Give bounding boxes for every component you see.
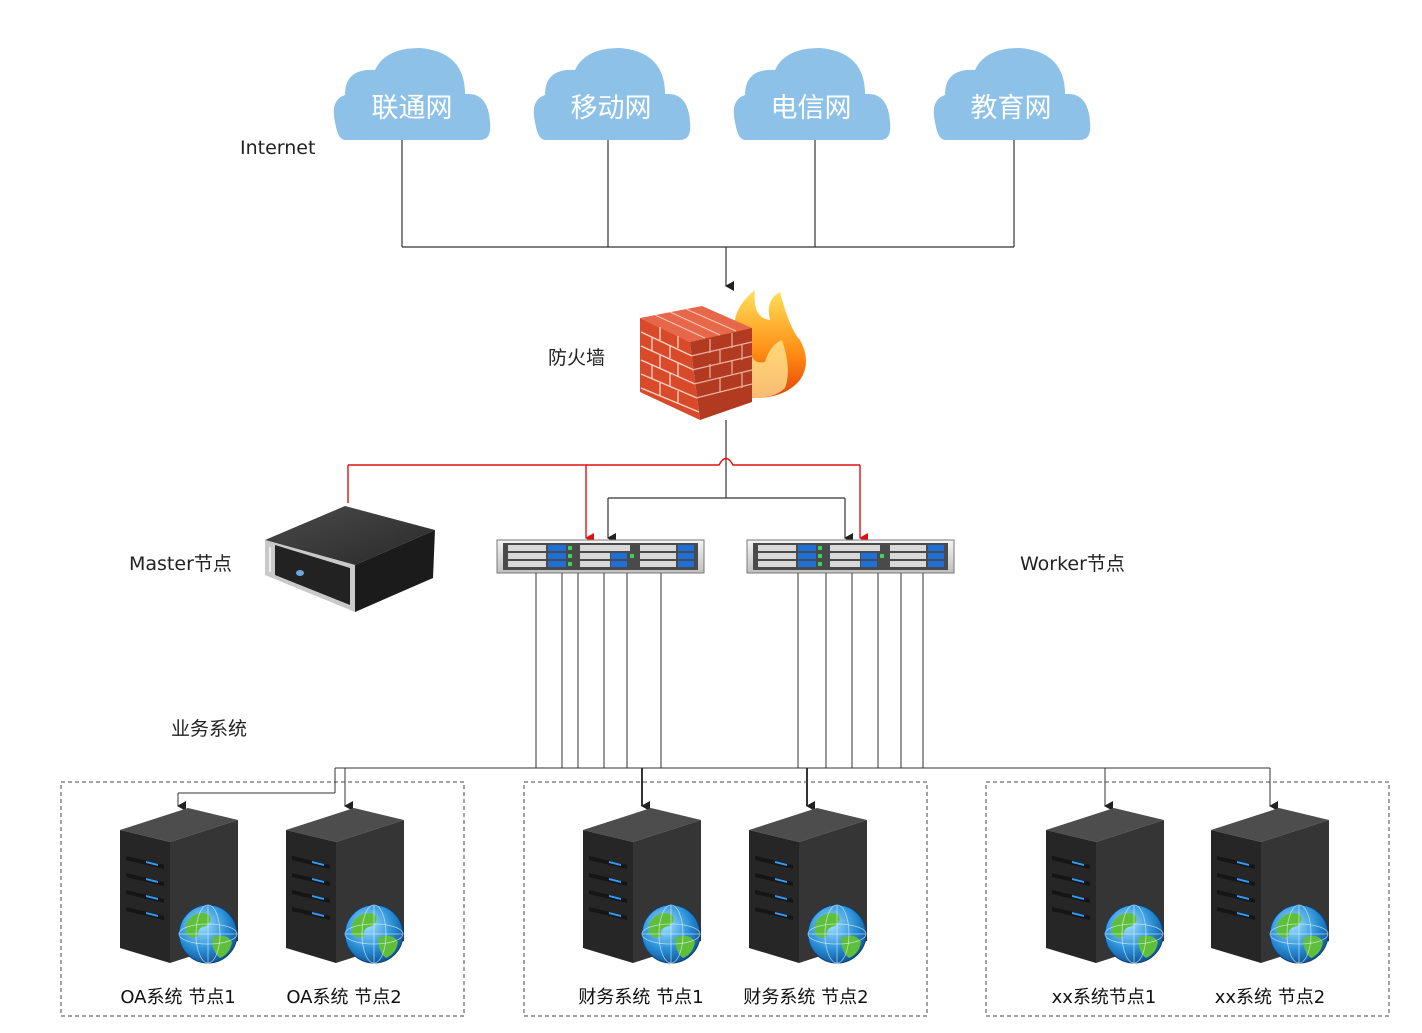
system-group-box-2 (523, 781, 928, 1017)
globe-icon (178, 904, 238, 964)
cloud-education (933, 48, 1091, 140)
node-label-finance-2: 财务系统 节点2 (743, 987, 869, 1008)
worker-label: Worker节点 (1020, 553, 1125, 575)
globe-icon (344, 904, 404, 964)
switch-left-icon (496, 539, 705, 574)
system-group-box-1 (60, 781, 465, 1017)
master-label: Master节点 (129, 553, 232, 575)
firewall-label: 防火墙 (548, 347, 606, 369)
node-label-finance-1: 财务系统 节点1 (578, 987, 704, 1008)
system-group-box-3 (985, 781, 1390, 1017)
master-links (347, 457, 868, 543)
node-label-xx-1: xx系统节点1 (1051, 987, 1157, 1008)
tower-server-icon (1046, 808, 1164, 964)
cloud-telecom (733, 48, 891, 140)
tower-server-icon (286, 808, 404, 964)
internet-links (401, 140, 1015, 291)
tower-server-icon (583, 808, 701, 964)
cloud-label-education: 教育网 (970, 93, 1052, 124)
firewall-icon (640, 290, 806, 420)
tower-servers (120, 808, 1329, 964)
globe-icon (1104, 904, 1164, 964)
cloud-label-mobile: 移动网 (570, 93, 652, 124)
cloud-label-telecom: 电信网 (770, 93, 852, 124)
node-label-xx-2: xx系统 节点2 (1214, 987, 1326, 1008)
cloud-mobile (533, 48, 691, 140)
node-label-oa-1: OA系统 节点1 (120, 987, 236, 1008)
tower-server-icon (120, 808, 238, 964)
globe-icon (641, 904, 701, 964)
switch-downlinks (177, 573, 1278, 811)
internet-label: Internet (240, 137, 316, 159)
globe-icon (1269, 904, 1329, 964)
firewall-links (607, 420, 853, 543)
switch-right-icon (746, 539, 955, 574)
business-system-label: 业务系统 (171, 718, 248, 740)
globe-icon (807, 904, 867, 964)
cloud-unicom (333, 48, 491, 140)
tower-server-icon (749, 808, 867, 964)
cloud-label-unicom: 联通网 (371, 93, 453, 124)
master-server-icon (265, 506, 435, 612)
node-label-oa-2: OA系统 节点2 (286, 987, 402, 1008)
tower-server-icon (1211, 808, 1329, 964)
